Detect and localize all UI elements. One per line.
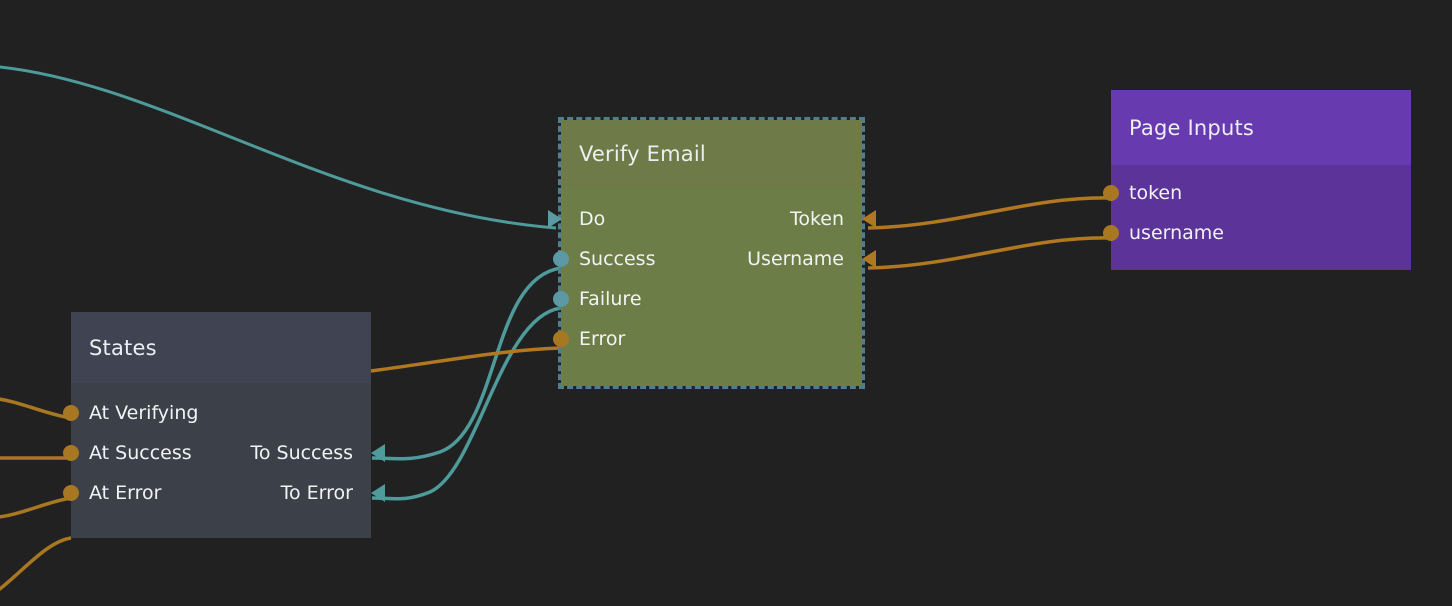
port-row-token: token — [1103, 173, 1411, 213]
circle-port-icon-at-success[interactable] — [63, 445, 79, 461]
port-label-at-error: At Error — [89, 482, 162, 504]
port-label-at-success: At Success — [89, 442, 192, 464]
wire-error-to-states — [370, 346, 562, 373]
wire-offscreen-to-at-verifying — [0, 397, 72, 420]
port-row-at-error-to-error: At Error To Error — [63, 473, 385, 513]
wire-failure-to-to-error — [371, 306, 562, 501]
circle-port-icon-token[interactable] — [1103, 185, 1119, 201]
port-label-to-error: To Error — [280, 482, 353, 504]
wire-states-bottom-offscreen — [0, 536, 72, 591]
data-arrow-icon-username[interactable] — [862, 250, 876, 268]
port-row-failure: Failure — [553, 279, 862, 319]
port-row-success-username: Success Username — [553, 239, 876, 279]
node-body-states: At Verifying At Success To Success At Er… — [63, 383, 385, 538]
node-verify-email[interactable]: Verify Email Do Token Success Username F… — [548, 117, 876, 389]
circle-port-icon-error[interactable] — [553, 331, 569, 347]
port-label-token: token — [1129, 182, 1183, 204]
data-arrow-icon-token[interactable] — [862, 210, 876, 228]
port-label-do: Do — [579, 208, 606, 230]
port-label-username: Username — [747, 248, 844, 270]
port-row-do-token: Do Token — [548, 199, 876, 239]
port-label-to-success: To Success — [250, 442, 353, 464]
node-title: Verify Email — [579, 142, 706, 166]
exec-arrow-icon-to-success[interactable] — [371, 444, 385, 462]
exec-arrow-icon-to-error[interactable] — [371, 484, 385, 502]
port-label-username: username — [1129, 222, 1224, 244]
node-page-inputs[interactable]: Page Inputs token username — [1103, 90, 1411, 270]
port-label-failure: Failure — [579, 288, 642, 310]
wire-token-to-token — [867, 196, 1112, 230]
wire-username-to-username — [867, 236, 1112, 270]
port-row-at-verifying: At Verifying — [63, 393, 371, 433]
port-label-token: Token — [789, 208, 844, 230]
circle-port-icon-at-verifying[interactable] — [63, 405, 79, 421]
port-label-error: Error — [579, 328, 626, 350]
circle-port-icon-failure[interactable] — [553, 291, 569, 307]
exec-arrow-icon-do[interactable] — [548, 210, 562, 228]
port-row-error: Error — [553, 319, 862, 359]
port-label-success: Success — [579, 248, 656, 270]
node-header-page-inputs[interactable]: Page Inputs — [1111, 90, 1411, 165]
node-title: Page Inputs — [1129, 115, 1255, 140]
port-row-at-success-to-success: At Success To Success — [63, 433, 385, 473]
port-label-at-verifying: At Verifying — [89, 402, 199, 424]
node-body-verify-email: Do Token Success Username Failure Error — [548, 188, 876, 386]
circle-port-icon-at-error[interactable] — [63, 485, 79, 501]
wire-offscreen-to-do — [0, 65, 557, 230]
node-title: States — [89, 335, 157, 360]
node-header-verify-email[interactable]: Verify Email — [561, 120, 862, 188]
node-header-states[interactable]: States — [71, 312, 371, 383]
wire-offscreen-to-at-error — [0, 496, 72, 519]
node-body-page-inputs: token username — [1103, 165, 1411, 270]
wire-success-to-to-success — [371, 266, 562, 461]
circle-port-icon-username[interactable] — [1103, 225, 1119, 241]
node-states[interactable]: States At Verifying At Success To Succes… — [63, 312, 385, 538]
circle-port-icon-success[interactable] — [553, 251, 569, 267]
port-row-username: username — [1103, 213, 1411, 253]
